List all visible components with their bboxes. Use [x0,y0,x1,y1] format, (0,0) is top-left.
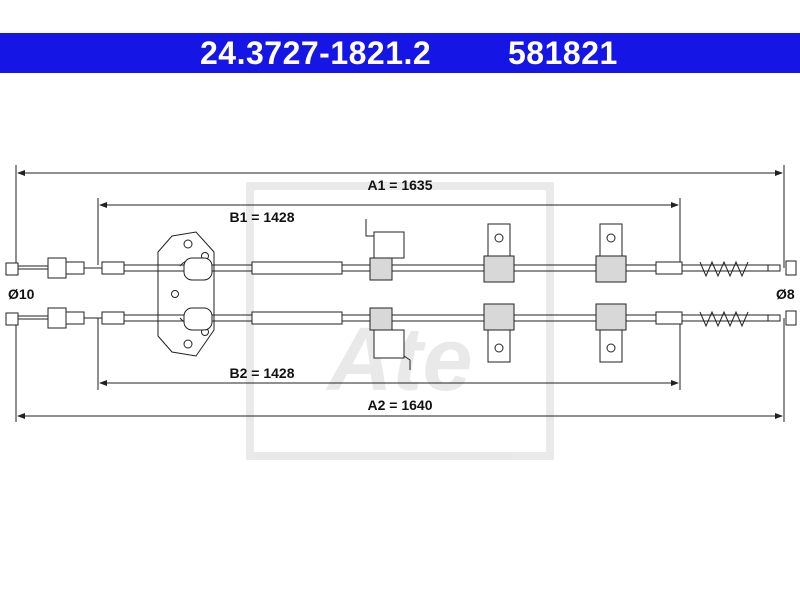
dimension-a1: A1 = 1635 [15,165,785,268]
reference-number: 581821 [508,35,618,71]
dimension-b2: B2 = 1428 [97,318,681,390]
right-diameter-label: Ø8 [776,286,795,302]
dimension-a2-label: A2 = 1640 [368,397,433,413]
upper-cable [5,219,797,283]
left-diameter-label: Ø10 [8,286,35,302]
dimension-b1-label: B1 = 1428 [230,209,295,225]
dimension-a2: A2 = 1640 [15,318,785,422]
ate-watermark: Ate [246,182,554,460]
dimension-b2-label: B2 = 1428 [230,365,295,381]
dimension-a1-label: A1 = 1635 [368,177,433,193]
title-bar: 24.3727-1821.2 581821 [0,33,800,73]
dimension-b1: B1 = 1428 [97,198,681,265]
watermark-logo: Ate [325,310,472,410]
lower-cable [5,303,797,370]
part-number: 24.3727-1821.2 [200,35,432,71]
mounting-bracket [157,231,215,357]
